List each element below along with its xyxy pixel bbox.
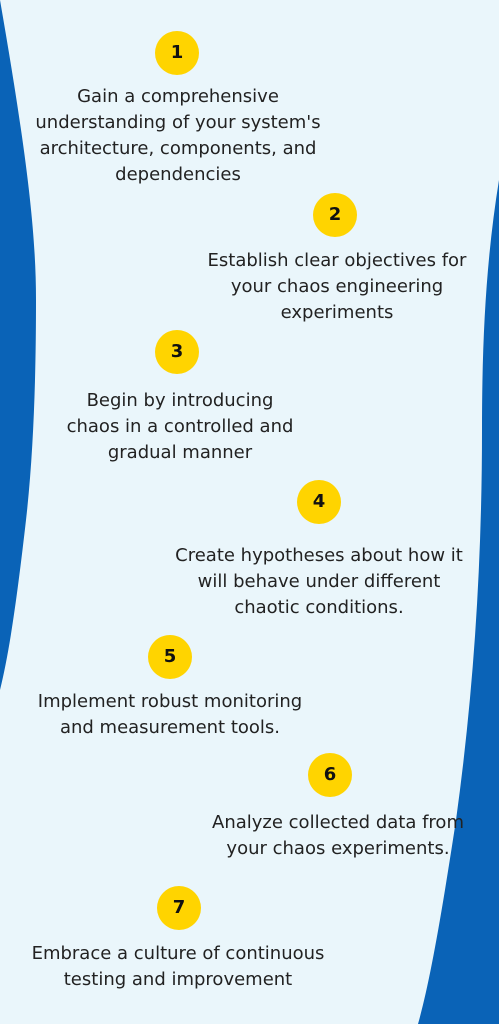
step-5-text: Implement robust monitoring and measurem… — [37, 691, 303, 738]
step-4-number: 4 — [312, 491, 326, 512]
left-wave — [0, 0, 36, 1024]
step-2-text: Establish clear objectives for your chao… — [207, 250, 467, 323]
step-3-badge: 3 — [155, 330, 199, 374]
step-7-badge: 7 — [157, 886, 201, 930]
step-3-number: 3 — [170, 341, 184, 362]
step-6-text: Analyze collected data from your chaos e… — [212, 812, 464, 859]
step-5-badge: 5 — [148, 635, 192, 679]
step-3-text: Begin by introducing chaos in a controll… — [66, 390, 294, 463]
step-6-badge: 6 — [308, 753, 352, 797]
step-2-number: 2 — [328, 204, 342, 225]
step-1-badge: 1 — [155, 31, 199, 75]
step-7-text: Embrace a culture of continuous testing … — [31, 943, 325, 990]
right-wave — [418, 180, 499, 1024]
step-4-badge: 4 — [297, 480, 341, 524]
step-2-badge: 2 — [313, 193, 357, 237]
step-6-number: 6 — [323, 764, 337, 785]
step-1-text: Gain a comprehensive understanding of yo… — [35, 86, 321, 185]
step-1-number: 1 — [170, 42, 184, 63]
step-7-number: 7 — [172, 897, 186, 918]
step-5-number: 5 — [163, 646, 177, 667]
step-4-text: Create hypotheses about how it will beha… — [175, 545, 463, 618]
